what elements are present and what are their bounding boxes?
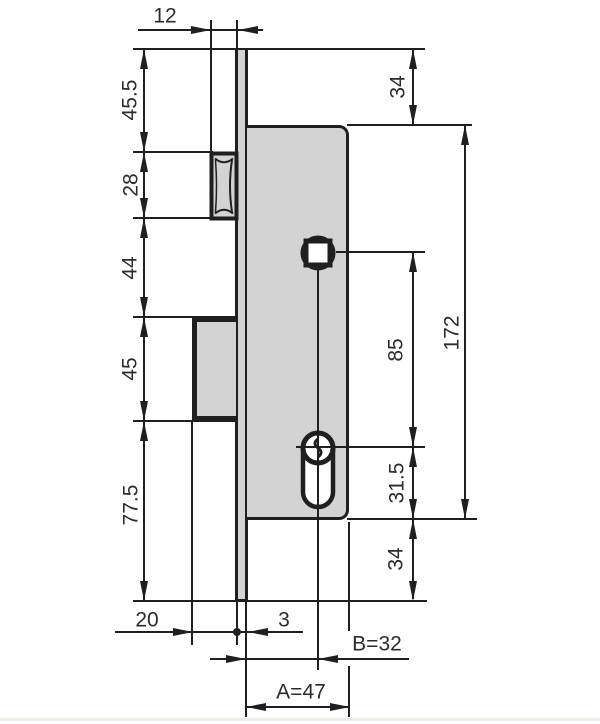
extension-line bbox=[347, 124, 472, 126]
dimension-arrow bbox=[246, 703, 266, 711]
dimension-arrow bbox=[140, 317, 148, 337]
extension-line bbox=[191, 421, 193, 645]
dim-latch-projection: 12 bbox=[153, 4, 177, 28]
dimension-arrow bbox=[140, 152, 148, 172]
dim-spindle-to-cylinder: 85 bbox=[384, 338, 408, 362]
dimension-arrow bbox=[409, 252, 417, 272]
dim-faceplate-thickness: 3 bbox=[278, 608, 290, 632]
extension-line bbox=[133, 600, 427, 602]
dimension-dot bbox=[233, 628, 241, 636]
dim-deadbolt-height: 45 bbox=[118, 357, 142, 381]
center-line bbox=[317, 270, 319, 670]
dimension-arrow bbox=[409, 519, 417, 539]
dimension-line bbox=[210, 658, 409, 660]
dim-latch-height: 28 bbox=[119, 173, 143, 197]
dimension-line bbox=[464, 125, 466, 519]
deadbolt bbox=[192, 317, 236, 421]
dim-cylinder-to-case-bottom: 31.5 bbox=[385, 462, 409, 504]
dimension-arrow bbox=[409, 49, 417, 69]
extension-line bbox=[348, 666, 350, 717]
extension-line bbox=[348, 522, 350, 631]
dimension-arrow bbox=[191, 26, 211, 34]
extension-line bbox=[133, 316, 238, 318]
dim-backset: B=32 bbox=[352, 632, 402, 656]
dimension-arrow bbox=[330, 703, 350, 711]
dimension-arrow bbox=[409, 581, 417, 601]
dimension-arrow bbox=[318, 655, 338, 663]
extension-line bbox=[133, 420, 238, 422]
dimension-arrow bbox=[461, 499, 469, 519]
dimension-arrow bbox=[140, 421, 148, 441]
dimension-arrow bbox=[140, 198, 148, 218]
dimension-line bbox=[412, 252, 414, 599]
dim-case-height: 172 bbox=[440, 315, 464, 351]
dim-plate-top-to-case: 34 bbox=[386, 75, 410, 99]
extension-line bbox=[336, 251, 425, 253]
extension-line bbox=[236, 20, 238, 48]
dimension-arrow bbox=[409, 447, 417, 467]
dimension-arrow bbox=[248, 628, 268, 636]
dim-deadbolt-throw: 20 bbox=[135, 608, 159, 632]
dimension-arrow bbox=[140, 297, 148, 317]
dim-case-depth: A=47 bbox=[276, 680, 326, 704]
dimension-arrow bbox=[409, 499, 417, 519]
extension-line bbox=[133, 151, 213, 153]
dimension-arrow bbox=[140, 132, 148, 152]
dimension-line bbox=[412, 49, 414, 125]
dimension-arrow bbox=[238, 26, 258, 34]
dimension-arrow bbox=[140, 401, 148, 421]
dimension-arrow bbox=[409, 427, 417, 447]
extension-line bbox=[133, 217, 237, 219]
dimension-arrow bbox=[140, 581, 148, 601]
dimension-arrow bbox=[409, 105, 417, 125]
dimension-line bbox=[246, 706, 350, 708]
dimension-arrow bbox=[140, 218, 148, 238]
dimension-arrow bbox=[173, 628, 193, 636]
page-bottom-edge bbox=[0, 718, 600, 721]
dim-case-bottom-to-plate-bottom: 34 bbox=[384, 547, 408, 571]
dimension-arrow bbox=[226, 655, 246, 663]
extension-line bbox=[236, 601, 238, 645]
dim-deadbolt-to-plate-bottom: 77.5 bbox=[119, 484, 143, 526]
extension-line bbox=[210, 20, 212, 152]
extension-line bbox=[296, 446, 425, 448]
spindle-follower bbox=[300, 235, 336, 271]
dimension-arrow bbox=[140, 49, 148, 69]
dim-latch-to-deadbolt: 44 bbox=[118, 256, 142, 280]
dimension-arrow bbox=[461, 125, 469, 145]
dimension-line bbox=[115, 631, 303, 633]
dim-plate-top-to-latch: 45.5 bbox=[118, 79, 142, 121]
extension-line bbox=[133, 48, 425, 50]
latch-bolt bbox=[209, 151, 239, 221]
